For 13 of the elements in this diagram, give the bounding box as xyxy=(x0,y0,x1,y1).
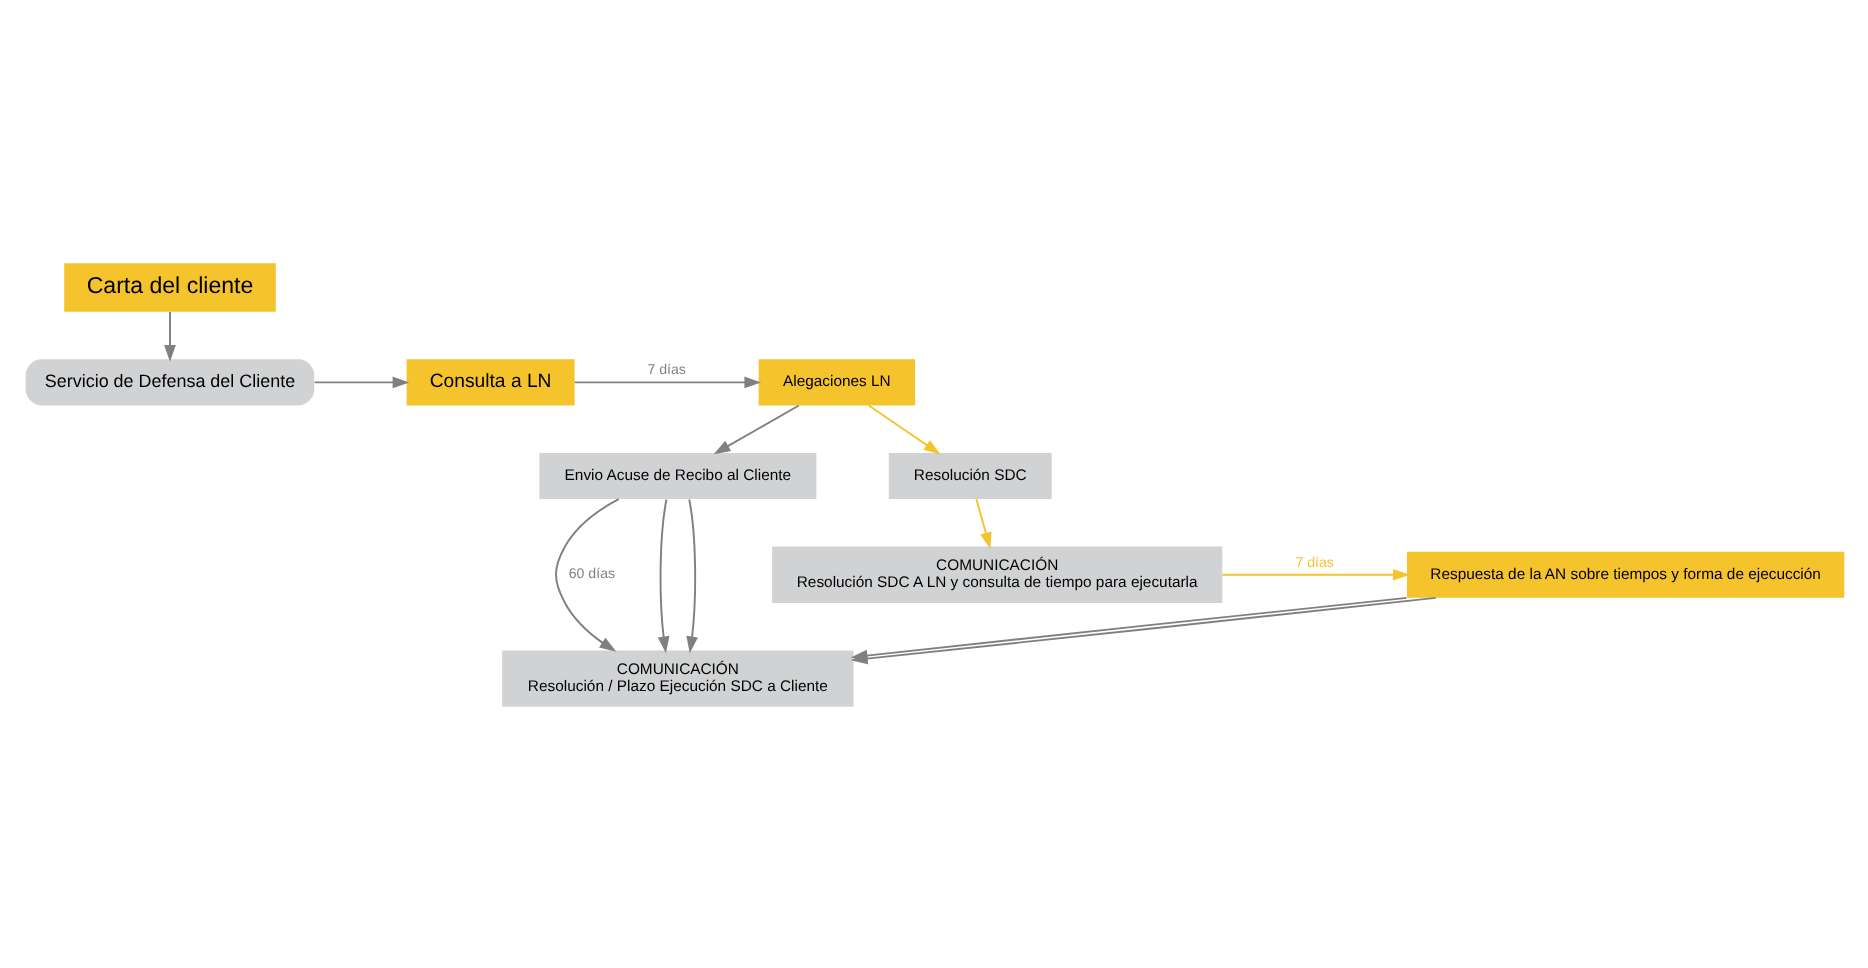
arrow xyxy=(712,403,799,454)
arrow xyxy=(656,497,669,653)
arrow xyxy=(312,375,409,388)
arrow xyxy=(554,497,619,651)
node-box: Servicio de Defensa del Cliente xyxy=(24,358,314,405)
arrow xyxy=(974,497,991,549)
arrow xyxy=(1220,567,1409,580)
arrow xyxy=(866,403,940,454)
node-box: Carta del cliente xyxy=(63,262,275,311)
arrow xyxy=(163,310,175,361)
arrow xyxy=(572,375,761,388)
arrow xyxy=(685,497,697,653)
node-box: Consulta a LN xyxy=(405,358,574,405)
